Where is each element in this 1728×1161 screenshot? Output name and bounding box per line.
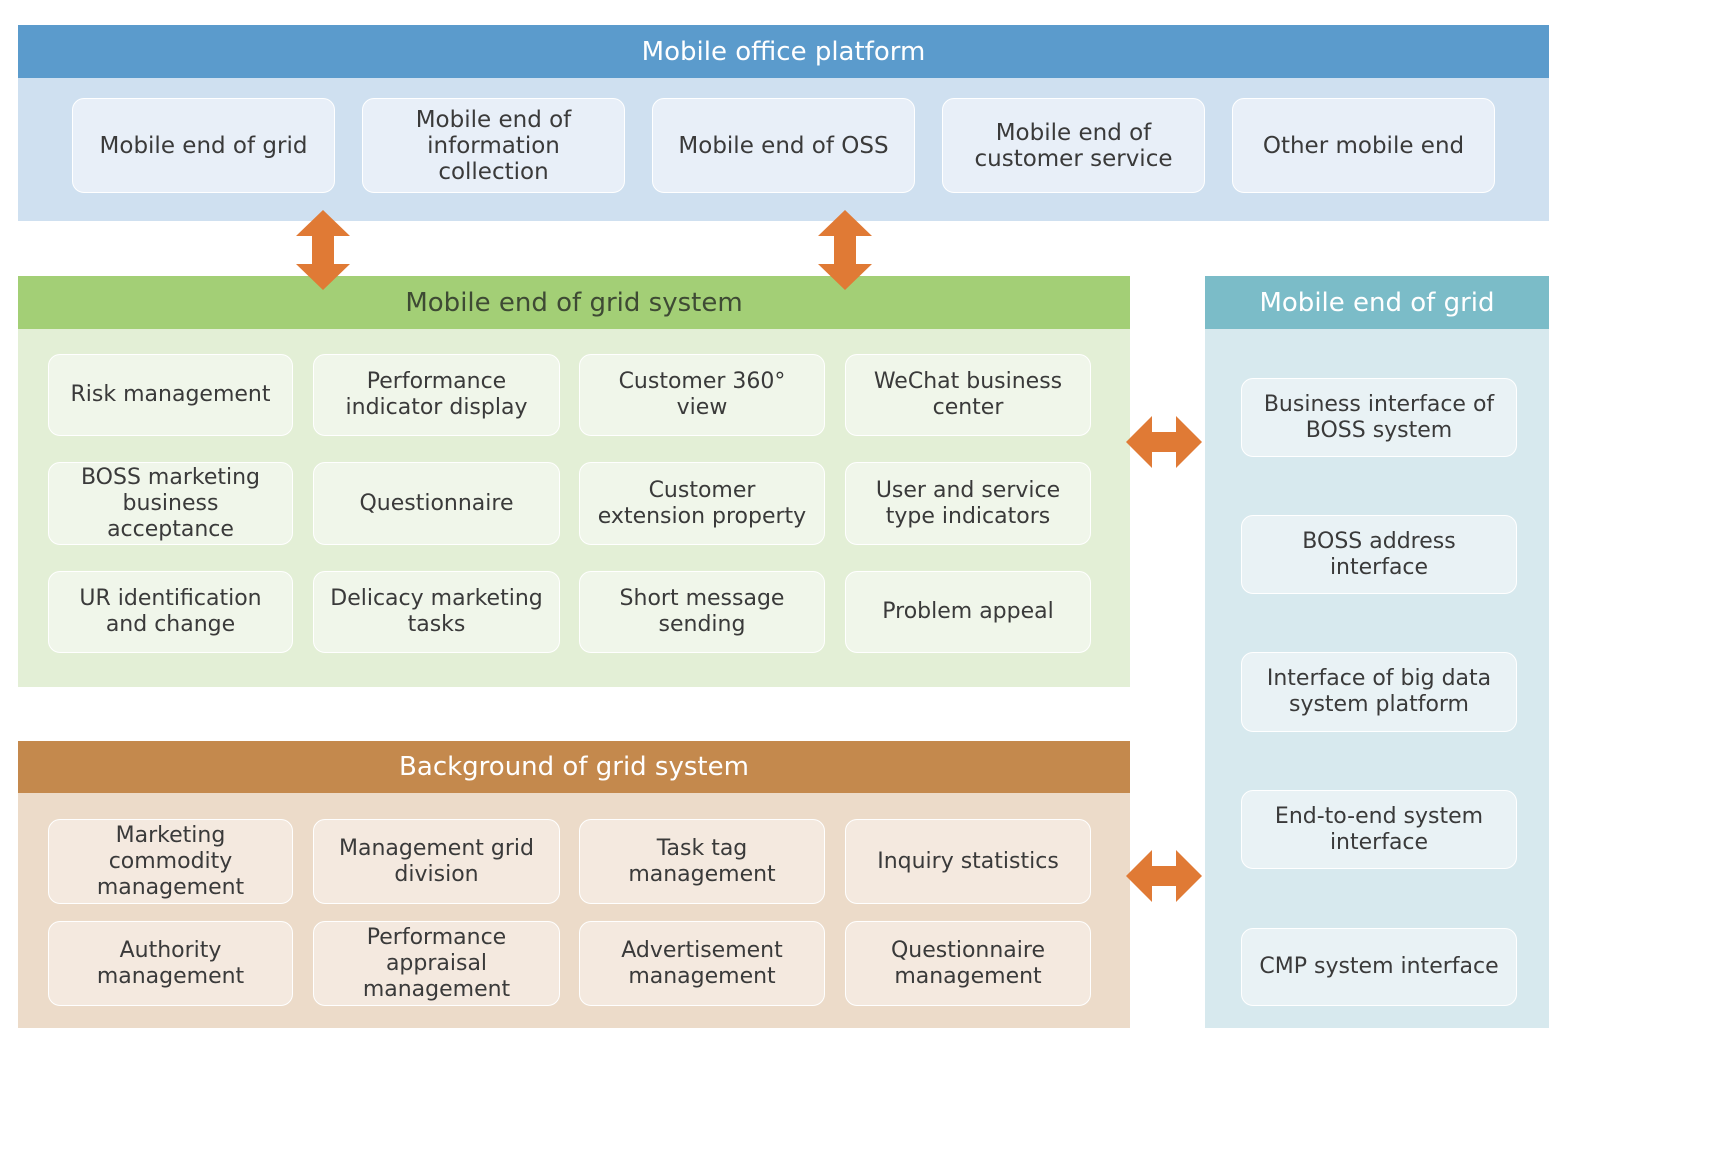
box-line: management <box>362 976 511 1002</box>
box-line: Authority <box>119 937 222 963</box>
box-line: interface <box>1329 829 1429 855</box>
grid-system-item: Short message sending <box>579 571 825 653</box>
box-line: center <box>932 395 1004 420</box>
grid-system-item: Risk management <box>48 354 293 436</box>
box-line: tasks <box>407 612 466 637</box>
mobile-office-platform-header: Mobile office platform <box>18 25 1549 78</box>
grid-system-item: Questionnaire <box>313 462 560 545</box>
box-line: management <box>96 874 245 900</box>
box-line: BOSS system <box>1305 417 1453 443</box>
box-line: management <box>894 963 1042 989</box>
grid-system-item: UR identification and change <box>48 571 293 653</box>
box-line: acceptance <box>107 516 234 542</box>
box-line: User and service <box>875 477 1061 503</box>
box-line: WeChat business <box>873 369 1063 394</box>
box-line: collection <box>438 158 549 185</box>
grid-system-item: Customer extension property <box>579 462 825 545</box>
box-line: extension property <box>597 503 807 529</box>
box-line: Mobile end of <box>995 119 1152 146</box>
box-line: Advertisement <box>621 937 783 963</box>
interface-item: BOSS address interface <box>1241 515 1517 594</box>
box-line: Marketing <box>115 822 226 848</box>
box-line: appraisal <box>385 950 488 976</box>
vertical-double-arrow-icon <box>818 210 872 290</box>
box-line: commodity <box>108 848 233 874</box>
interface-item: End-to-end system interface <box>1241 790 1517 869</box>
mobile-grid-system-header: Mobile end of grid system <box>18 276 1130 329</box>
background-item: Marketing commodity management <box>48 819 293 904</box>
background-item: Management grid division <box>313 819 560 904</box>
box-line: Mobile end of grid <box>99 132 308 159</box>
grid-system-item: Performance indicator display <box>313 354 560 436</box>
box-line: Task tag <box>656 835 748 861</box>
box-line: management <box>628 861 776 887</box>
box-line: End-to-end system <box>1274 803 1484 829</box>
horizontal-double-arrow-icon <box>1126 850 1202 902</box>
box-line: Inquiry statistics <box>877 848 1059 874</box>
box-line: management <box>628 963 776 989</box>
panel-title: Mobile office platform <box>641 36 926 67</box>
background-item: Inquiry statistics <box>845 819 1091 904</box>
top-item: Mobile end of customer service <box>942 98 1205 193</box>
interface-item: Business interface of BOSS system <box>1241 378 1517 457</box>
box-line: division <box>394 861 479 887</box>
grid-system-item: BOSS marketing business acceptance <box>48 462 293 545</box>
interface-item: Interface of big data system platform <box>1241 652 1517 732</box>
top-item: Other mobile end <box>1232 98 1495 193</box>
box-line: Delicacy marketing <box>330 586 543 611</box>
grid-system-item: Delicacy marketing tasks <box>313 571 560 653</box>
background-item: Performance appraisal management <box>313 921 560 1006</box>
box-line: sending <box>658 612 746 637</box>
box-line: Management grid <box>338 835 534 861</box>
box-line: type indicators <box>885 503 1051 529</box>
panel-title: Mobile end of grid <box>1259 287 1495 318</box>
box-line: BOSS address <box>1302 528 1456 554</box>
horizontal-double-arrow-icon <box>1126 416 1202 468</box>
box-line: Performance <box>366 369 507 394</box>
top-item: Mobile end of OSS <box>652 98 915 193</box>
box-line: Problem appeal <box>882 599 1054 624</box>
vertical-double-arrow-icon <box>296 210 350 290</box>
box-line: Short message <box>619 586 785 611</box>
background-grid-system-header: Background of grid system <box>18 741 1130 793</box>
box-line: business <box>122 490 219 516</box>
box-line: view <box>676 395 728 420</box>
box-line: information <box>427 132 560 159</box>
box-line: BOSS marketing <box>80 464 261 490</box>
box-line: Customer <box>648 477 756 503</box>
box-line: Performance <box>366 924 507 950</box>
grid-system-item: Problem appeal <box>845 571 1091 653</box>
box-line: Business interface of <box>1263 391 1495 417</box>
top-item: Mobile end of grid <box>72 98 335 193</box>
box-line: Questionnaire <box>359 490 514 516</box>
interface-item: CMP system interface <box>1241 928 1517 1006</box>
box-line: Interface of big data <box>1266 666 1492 691</box>
grid-system-item: Customer 360° view <box>579 354 825 436</box>
box-line: system platform <box>1288 692 1469 717</box>
box-line: Questionnaire <box>890 937 1046 963</box>
box-line: Mobile end of OSS <box>678 132 889 159</box>
mobile-end-of-grid-header: Mobile end of grid <box>1205 276 1549 329</box>
grid-system-item: User and service type indicators <box>845 462 1091 545</box>
box-line: indicator display <box>345 395 528 420</box>
background-item: Task tag management <box>579 819 825 904</box>
box-line: and change <box>105 612 236 637</box>
box-line: Other mobile end <box>1262 132 1465 159</box>
panel-title: Mobile end of grid system <box>405 287 743 318</box>
top-item: Mobile end of information collection <box>362 98 625 193</box>
box-line: interface <box>1329 554 1429 580</box>
box-line: Customer 360° <box>618 369 786 394</box>
box-line: CMP system interface <box>1259 954 1499 979</box>
background-item: Authority management <box>48 921 293 1006</box>
panel-title: Background of grid system <box>399 752 749 782</box>
box-line: customer service <box>974 145 1173 172</box>
box-line: Mobile end of <box>415 106 572 133</box>
box-line: UR identification <box>79 586 262 611</box>
grid-system-item: WeChat business center <box>845 354 1091 436</box>
background-item: Advertisement management <box>579 921 825 1006</box>
background-item: Questionnaire management <box>845 921 1091 1006</box>
box-line: management <box>96 963 245 989</box>
box-line: Risk management <box>70 382 271 407</box>
